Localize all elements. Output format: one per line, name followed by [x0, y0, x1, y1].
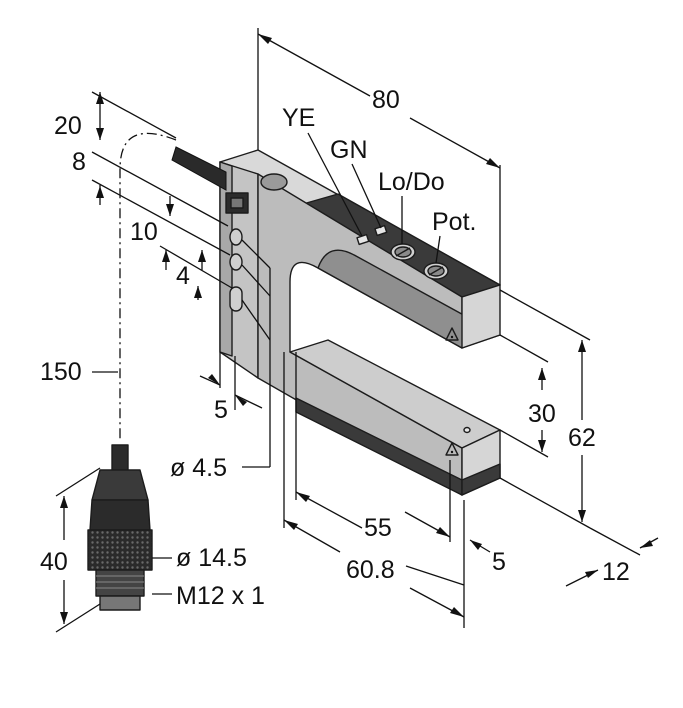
- cable-dashdot-path: [119, 132, 177, 440]
- led-indicator-icon: [374, 224, 388, 237]
- dim-62: 62: [568, 424, 596, 452]
- dim-4: 4: [176, 262, 190, 290]
- m12-connector: [87, 444, 153, 611]
- dim-5-left: 5: [214, 396, 228, 424]
- dim-150: 150: [40, 358, 82, 386]
- mounting-hole: [229, 253, 243, 271]
- dimension-lines: [55, 28, 659, 633]
- mounting-slot: [229, 286, 243, 312]
- label-lo-do: Lo/Do: [378, 168, 445, 196]
- potentiometer-icon: [423, 262, 449, 280]
- dim-diameter-4-5: ø 4.5: [170, 454, 227, 482]
- warning-triangle-icon: [445, 442, 459, 456]
- warning-triangle-icon: [445, 327, 459, 341]
- top-lens: [260, 173, 288, 191]
- cable-gland-inner: [230, 197, 244, 209]
- dim-40: 40: [40, 548, 68, 576]
- dim-20: 20: [54, 112, 82, 140]
- dim-30: 30: [528, 400, 556, 428]
- warning-triangle-icon: [450, 335, 454, 339]
- dim-55: 55: [364, 514, 392, 542]
- dim-80: 80: [372, 86, 400, 114]
- dim-60-8: 60.8: [346, 556, 395, 584]
- potentiometer-icon: [390, 243, 416, 261]
- dim-10: 10: [130, 218, 158, 246]
- emitter-dot: [463, 426, 471, 434]
- label-ye: YE: [282, 104, 315, 132]
- dim-5-right: 5: [492, 548, 506, 576]
- label-pot: Pot.: [432, 208, 476, 236]
- mounting-hole: [229, 228, 243, 246]
- warning-triangle-icon: [450, 450, 454, 454]
- fork-sensor-body: [219, 149, 501, 496]
- dim-8: 8: [72, 148, 86, 176]
- label-gn: GN: [330, 136, 368, 164]
- led-indicator-icon: [356, 233, 370, 246]
- dim-12: 12: [602, 558, 630, 586]
- dim-diameter-14-5: ø 14.5: [176, 544, 247, 572]
- dim-m12-thread: M12 x 1: [176, 582, 265, 610]
- sensor-cable: [171, 146, 227, 191]
